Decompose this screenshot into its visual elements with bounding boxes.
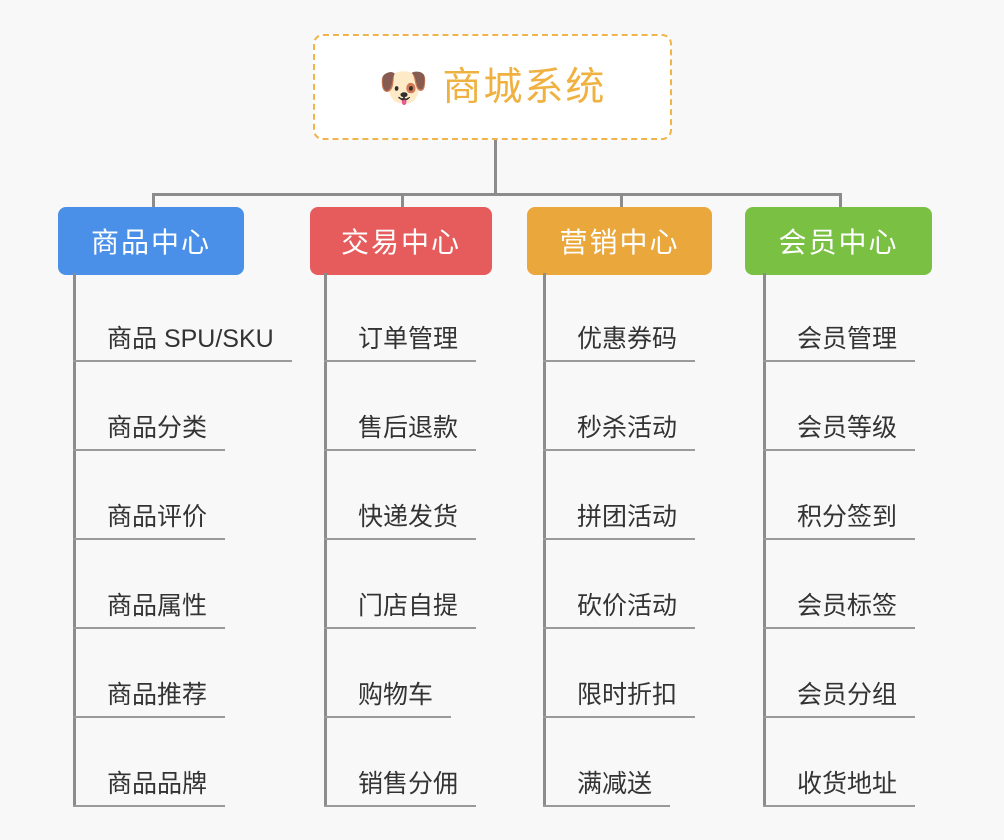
category-title: 会员中心 bbox=[778, 227, 899, 258]
leaf-item-label: 门店自提 bbox=[324, 591, 477, 629]
leaf-item[interactable]: 商品评价 bbox=[73, 451, 226, 540]
category-title: 商品中心 bbox=[90, 227, 211, 258]
leaf-item-label: 收货地址 bbox=[763, 769, 916, 807]
leaf-item-label: 商品品牌 bbox=[73, 769, 226, 807]
leaf-item-label: 商品 SPU/SKU bbox=[73, 324, 292, 362]
leaf-item[interactable]: 限时折扣 bbox=[543, 629, 696, 718]
category-header-trade-center[interactable]: 交易中心 bbox=[310, 207, 492, 275]
leaf-item[interactable]: 商品分类 bbox=[73, 362, 226, 451]
leaf-item-label: 会员标签 bbox=[763, 591, 916, 629]
leaf-item[interactable]: 商品推荐 bbox=[73, 629, 226, 718]
drop-connector-trade-center bbox=[401, 193, 404, 209]
leaf-item[interactable]: 购物车 bbox=[324, 629, 452, 718]
leaf-item-label: 购物车 bbox=[324, 680, 452, 718]
leaf-item[interactable]: 秒杀活动 bbox=[543, 362, 696, 451]
leaf-item[interactable]: 优惠券码 bbox=[543, 273, 696, 362]
leaf-item[interactable]: 拼团活动 bbox=[543, 451, 696, 540]
leaf-item[interactable]: 积分签到 bbox=[763, 451, 916, 540]
leaf-item-label: 订单管理 bbox=[324, 324, 477, 362]
leaf-item[interactable]: 收货地址 bbox=[763, 718, 916, 807]
leaf-item-label: 商品分类 bbox=[73, 413, 226, 451]
drop-connector-product-center bbox=[152, 193, 155, 209]
leaf-item[interactable]: 售后退款 bbox=[324, 362, 477, 451]
drop-connector-marketing-center bbox=[620, 193, 623, 209]
leaf-item-label: 秒杀活动 bbox=[543, 413, 696, 451]
leaf-item-label: 商品评价 bbox=[73, 502, 226, 540]
leaf-item[interactable]: 销售分佣 bbox=[324, 718, 477, 807]
category-header-member-center[interactable]: 会员中心 bbox=[745, 207, 932, 275]
leaf-item[interactable]: 订单管理 bbox=[324, 273, 477, 362]
leaf-item-label: 满减送 bbox=[543, 769, 671, 807]
category-header-product-center[interactable]: 商品中心 bbox=[58, 207, 244, 275]
leaf-item-label: 售后退款 bbox=[324, 413, 477, 451]
leaf-item-label: 限时折扣 bbox=[543, 680, 696, 718]
leaf-item-label: 优惠券码 bbox=[543, 324, 696, 362]
horizontal-bus-connector bbox=[152, 193, 842, 196]
leaf-item-label: 会员管理 bbox=[763, 324, 916, 362]
leaf-item-label: 商品属性 bbox=[73, 591, 226, 629]
leaf-item-label: 会员分组 bbox=[763, 680, 916, 718]
leaf-item[interactable]: 会员管理 bbox=[763, 273, 916, 362]
leaf-item-label: 快递发货 bbox=[324, 502, 477, 540]
category-title: 营销中心 bbox=[559, 227, 680, 258]
leaf-item[interactable]: 会员等级 bbox=[763, 362, 916, 451]
leaf-item[interactable]: 门店自提 bbox=[324, 540, 477, 629]
leaf-item[interactable]: 商品 SPU/SKU bbox=[73, 273, 292, 362]
dog-face-icon: 🐶 bbox=[378, 66, 429, 110]
leaf-stem-connector bbox=[543, 273, 546, 807]
drop-connector-member-center bbox=[839, 193, 842, 209]
leaf-item-label: 商品推荐 bbox=[73, 680, 226, 718]
category-header-marketing-center[interactable]: 营销中心 bbox=[527, 207, 712, 275]
leaf-item[interactable]: 商品属性 bbox=[73, 540, 226, 629]
leaf-item-label: 积分签到 bbox=[763, 502, 916, 540]
leaf-item[interactable]: 会员标签 bbox=[763, 540, 916, 629]
leaf-stem-connector bbox=[324, 273, 327, 807]
leaf-item[interactable]: 快递发货 bbox=[324, 451, 477, 540]
category-title: 交易中心 bbox=[340, 227, 461, 258]
leaf-item[interactable]: 满减送 bbox=[543, 718, 671, 807]
leaf-item-label: 会员等级 bbox=[763, 413, 916, 451]
leaf-item[interactable]: 砍价活动 bbox=[543, 540, 696, 629]
leaf-stem-connector bbox=[73, 273, 76, 807]
root-stem-connector bbox=[494, 140, 497, 194]
leaf-item[interactable]: 会员分组 bbox=[763, 629, 916, 718]
leaf-item-label: 拼团活动 bbox=[543, 502, 696, 540]
root-node[interactable]: 🐶 商城系统 bbox=[313, 34, 672, 140]
leaf-stem-connector bbox=[763, 273, 766, 807]
leaf-item[interactable]: 商品品牌 bbox=[73, 718, 226, 807]
root-title: 商城系统 bbox=[442, 65, 607, 109]
leaf-item-label: 砍价活动 bbox=[543, 591, 696, 629]
leaf-item-label: 销售分佣 bbox=[324, 769, 477, 807]
